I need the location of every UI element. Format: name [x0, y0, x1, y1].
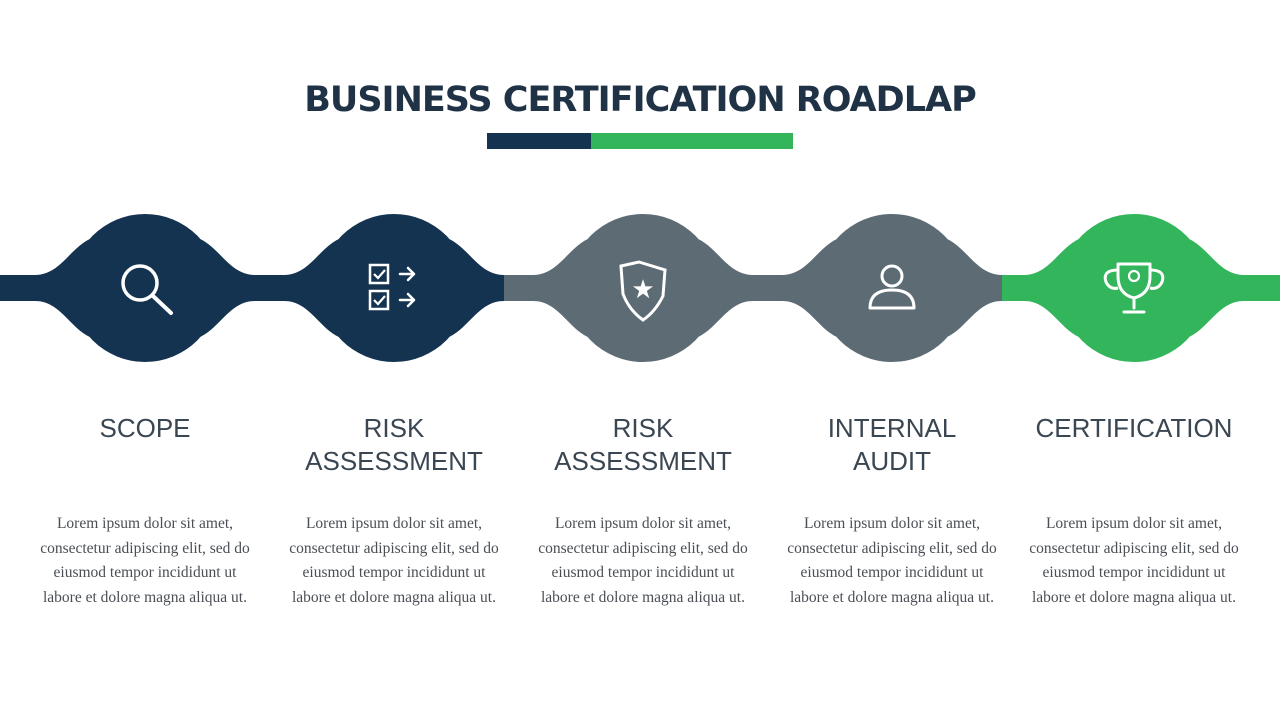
- step-title-line: CERTIFICATION: [1035, 413, 1233, 443]
- magnifier-icon: [121, 264, 173, 315]
- step-node-shoulder-4: [782, 239, 1002, 337]
- step-title-line: RISK: [363, 413, 425, 443]
- step-title-line: AUDIT: [853, 446, 931, 476]
- step-description-2: Lorem ipsum dolor sit amet, consectetur …: [289, 515, 499, 606]
- step-title-5: CERTIFICATION: [1014, 412, 1254, 445]
- person-icon: [868, 264, 916, 310]
- step-title-1: SCOPE: [25, 412, 265, 445]
- step-description-3: Lorem ipsum dolor sit amet, consectetur …: [538, 515, 748, 606]
- svg-text:★: ★: [631, 275, 654, 305]
- page-title: BUSINESS CERTIFICATION ROADLAP: [304, 80, 977, 120]
- step-node-shoulder-5: [1024, 239, 1244, 337]
- step-description-1: Lorem ipsum dolor sit amet, consectetur …: [40, 515, 250, 606]
- step-description-5: Lorem ipsum dolor sit amet, consectetur …: [1029, 515, 1239, 606]
- step-node-shoulder-1: [35, 239, 255, 337]
- checklist-icon: [368, 263, 416, 311]
- step-node-shoulder-2: [284, 239, 504, 337]
- title-underline: [487, 133, 793, 149]
- title-underline-navy: [487, 133, 591, 149]
- trophy-icon: [1103, 262, 1165, 314]
- step-title-line: ASSESSMENT: [305, 446, 483, 476]
- step-title-line: INTERNAL: [827, 413, 957, 443]
- step-description-4: Lorem ipsum dolor sit amet, consectetur …: [787, 515, 997, 606]
- step-node-shoulder-3: [533, 239, 753, 337]
- step-title-line: SCOPE: [99, 413, 191, 443]
- shield-icon: ★: [619, 260, 667, 322]
- step-title-line: RISK: [612, 413, 674, 443]
- title-underline-green: [591, 133, 793, 149]
- step-title-line: ASSESSMENT: [554, 446, 732, 476]
- roadmap-track: ★: [0, 214, 1280, 362]
